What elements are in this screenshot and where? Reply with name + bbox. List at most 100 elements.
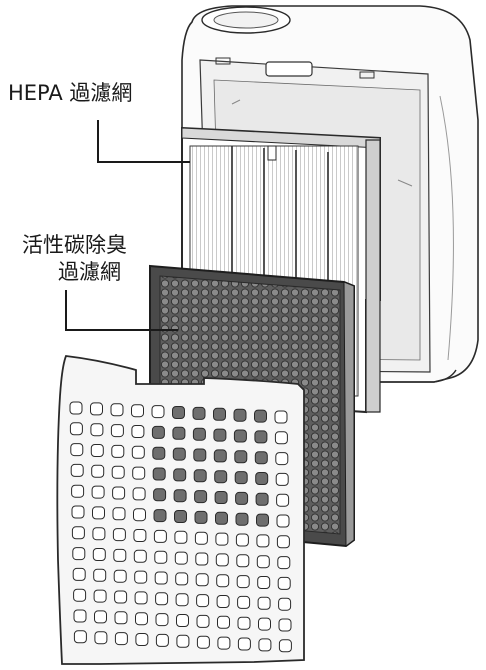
grille-hole	[216, 574, 230, 588]
grille-hole	[234, 450, 248, 464]
grille-hole	[255, 492, 269, 506]
grille-hole	[153, 488, 167, 502]
grille-hole	[134, 570, 148, 584]
grille-hole	[155, 592, 169, 606]
grille-hole	[275, 472, 289, 486]
grille-hole	[94, 631, 108, 645]
grille-hole	[172, 406, 185, 419]
grille-hole	[192, 427, 206, 441]
grille-hole	[213, 428, 227, 442]
grille-hole	[275, 452, 289, 466]
grille-hole	[172, 447, 186, 461]
grille-hole	[155, 613, 169, 627]
grille-hole	[216, 595, 230, 608]
grille-hole	[173, 489, 187, 503]
carbon-leader-line	[65, 290, 178, 331]
grille-hole	[92, 548, 106, 561]
grille-hole	[235, 491, 249, 505]
grille-hole	[237, 637, 251, 651]
grille-hole	[235, 512, 249, 526]
grille-hole	[154, 571, 168, 585]
grille-hole	[196, 635, 210, 649]
front-cover-grille	[56, 355, 305, 665]
grille-hole	[194, 490, 208, 504]
grille-hole	[276, 535, 290, 549]
grille-hole	[90, 423, 104, 437]
grille-hole	[133, 508, 146, 522]
grille-hole	[114, 590, 128, 604]
grille-hole	[196, 594, 210, 608]
grille-hole	[70, 443, 84, 457]
grille-hole	[192, 406, 206, 420]
grille-hole	[256, 513, 269, 527]
grille-hole	[215, 511, 228, 525]
grille-hole	[254, 430, 268, 444]
grille-hole	[174, 510, 187, 523]
grille-hole	[233, 408, 247, 422]
grille-hole	[254, 451, 268, 465]
grille-hole	[131, 445, 145, 459]
grille-hole	[71, 505, 85, 519]
hepa-leader-line	[97, 120, 190, 163]
grille-hole	[256, 555, 270, 569]
grille-hole	[132, 487, 146, 501]
grille-hole	[113, 548, 127, 562]
grille-hole	[151, 405, 165, 419]
grille-hole	[90, 444, 104, 457]
grille-hole	[70, 463, 84, 477]
grille-hole	[110, 403, 124, 417]
grille-hole	[73, 609, 87, 623]
grille-hole	[133, 549, 147, 563]
grille-hole	[133, 529, 147, 542]
grille-hole	[175, 593, 189, 607]
grille-hole	[254, 409, 267, 423]
grille-hole	[175, 572, 189, 586]
grille-hole	[196, 614, 210, 628]
grille-hole	[114, 632, 128, 646]
grille-hole	[258, 617, 271, 631]
grille-hole	[193, 469, 207, 483]
grille-hole	[135, 633, 149, 646]
grille-hole	[277, 556, 291, 570]
carbon-filter-label-line1: 活性碳除臭	[22, 233, 127, 257]
grille-hole	[217, 636, 231, 650]
grille-hole	[258, 638, 272, 652]
grille-hole	[71, 484, 85, 498]
grille-hole	[92, 506, 105, 520]
grille-hole	[257, 576, 271, 589]
grille-hole	[72, 567, 86, 581]
grille-hole	[112, 528, 126, 542]
grille-hole	[236, 575, 250, 589]
grille-hole	[132, 466, 146, 480]
grille-hole	[214, 491, 228, 504]
grille-hole	[73, 588, 87, 602]
grille-hole	[274, 431, 288, 445]
grille-hole	[237, 595, 251, 609]
grille-hole	[174, 551, 188, 565]
grille-hole	[112, 507, 126, 521]
grille-hole	[71, 526, 85, 540]
grille-hole	[73, 630, 87, 644]
grille-hole	[274, 410, 288, 424]
grille-hole	[72, 547, 86, 561]
grille-hole	[110, 424, 124, 438]
grille-hole	[176, 614, 189, 627]
grille-hole	[69, 422, 83, 436]
grille-hole	[153, 509, 167, 523]
grille-hole	[213, 449, 227, 463]
grille-hole	[69, 401, 83, 415]
grille-hole	[278, 639, 292, 653]
grille-hole	[92, 527, 106, 541]
grille-hole	[278, 618, 292, 632]
grille-hole	[215, 532, 229, 546]
grille-hole	[173, 468, 187, 482]
grille-hole	[90, 402, 103, 416]
grille-hole	[154, 550, 168, 564]
grille-hole	[131, 404, 144, 418]
grille-hole	[135, 612, 148, 626]
grille-hole	[174, 530, 188, 544]
grille-hole	[134, 591, 148, 605]
grille-hole	[278, 597, 292, 611]
grille-hole	[172, 426, 186, 440]
grille-hole	[93, 568, 107, 582]
